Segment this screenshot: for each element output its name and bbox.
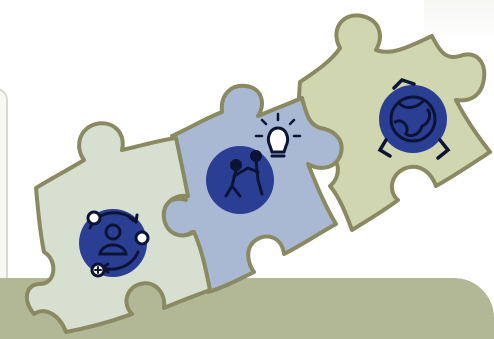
puzzle-piece-right (298, 15, 490, 230)
globe-circle (379, 85, 447, 153)
help-circle (206, 146, 274, 214)
